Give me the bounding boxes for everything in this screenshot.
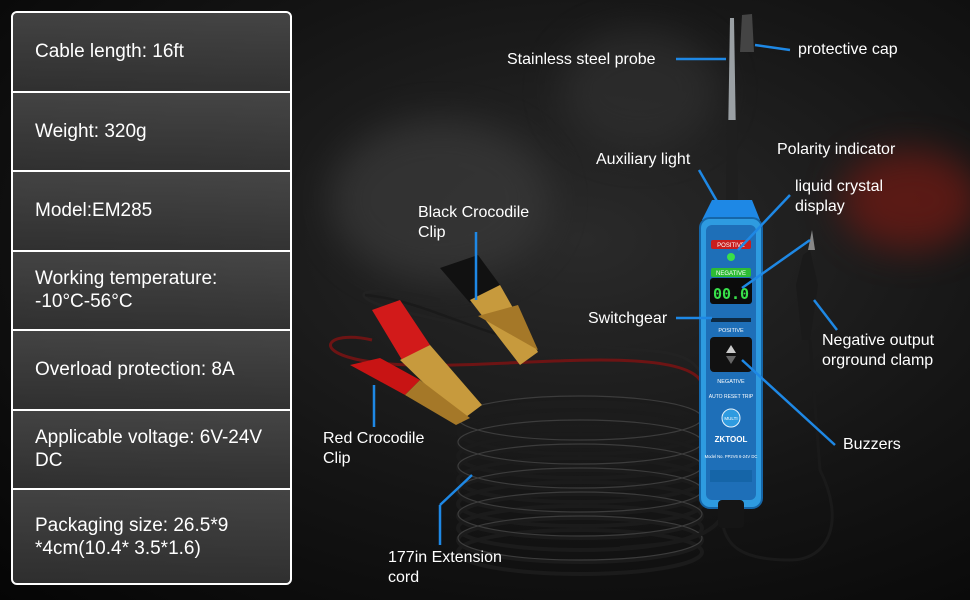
callout-buzzers: Buzzers <box>843 436 901 453</box>
auxiliary-light-led <box>727 253 735 261</box>
callout-negative-output-clamp: Negative output orground clamp <box>822 332 935 369</box>
switch-top-label: POSITIVE <box>718 328 744 334</box>
probe-shaft <box>726 120 738 200</box>
spec-overload-protection: Overload protection: 8A <box>13 331 290 411</box>
spec-panel: Cable length: 16ft Weight: 320g Model:EM… <box>11 11 292 585</box>
callout-lines <box>372 43 838 545</box>
callout-auxiliary-light: Auxiliary light <box>596 151 691 168</box>
circuit-tester-body <box>699 200 763 528</box>
callout-red-crocodile-clip: Red Crocodile Clip <box>323 430 425 467</box>
callout-switchgear: Switchgear <box>588 310 668 327</box>
switch-bottom-label: NEGATIVE <box>717 379 745 385</box>
spec-packaging-size: Packaging size: 26.5*9 *4cm(10.4* 3.5*1.… <box>13 490 290 583</box>
black-crocodile-clip <box>440 255 538 365</box>
device-cable <box>720 339 834 562</box>
callout-stainless-steel-probe: Stainless steel probe <box>507 51 656 68</box>
background-blob <box>560 30 720 150</box>
negative-ground-clamp <box>796 230 818 340</box>
stainless-steel-probe <box>728 18 736 140</box>
red-crocodile-clip <box>350 300 482 425</box>
protective-cap <box>740 14 754 52</box>
callout-polarity-indicator: Polarity indicator <box>777 141 896 158</box>
callout-black-crocodile-clip: Black Crocodile Clip <box>418 204 530 241</box>
callout-extension-cord: 177in Extension cord <box>388 549 502 586</box>
multi-label: MULTI <box>724 416 737 421</box>
spec-applicable-voltage: Applicable voltage: 6V-24V DC <box>13 410 290 490</box>
reset-label: AUTO RESET TRIP <box>709 394 754 400</box>
background-blob <box>330 120 550 280</box>
background-blob <box>840 150 970 250</box>
spec-model: Model:EM285 <box>13 172 290 252</box>
brand-label: ZKTOOL <box>715 435 748 444</box>
spec-cable-length: Cable length: 16ft <box>13 13 290 93</box>
black-clip-wire <box>362 289 704 376</box>
callout-protective-cap: protective cap <box>798 41 898 58</box>
spec-weight: Weight: 320g <box>13 92 290 172</box>
negative-badge-text: NEGATIVE <box>716 271 746 277</box>
spec-working-temperature: Working temperature: -10°C-56°C <box>13 251 290 331</box>
lcd-value: 00.0 <box>713 285 749 303</box>
positive-badge-text: POSITIVE <box>717 243 745 249</box>
red-clip-wire <box>328 335 702 381</box>
model-label: Model No. PP2V6 6-24V DC <box>705 454 758 459</box>
callout-liquid-crystal-display: liquid crystal display <box>795 178 884 215</box>
device-tail <box>619 518 722 550</box>
